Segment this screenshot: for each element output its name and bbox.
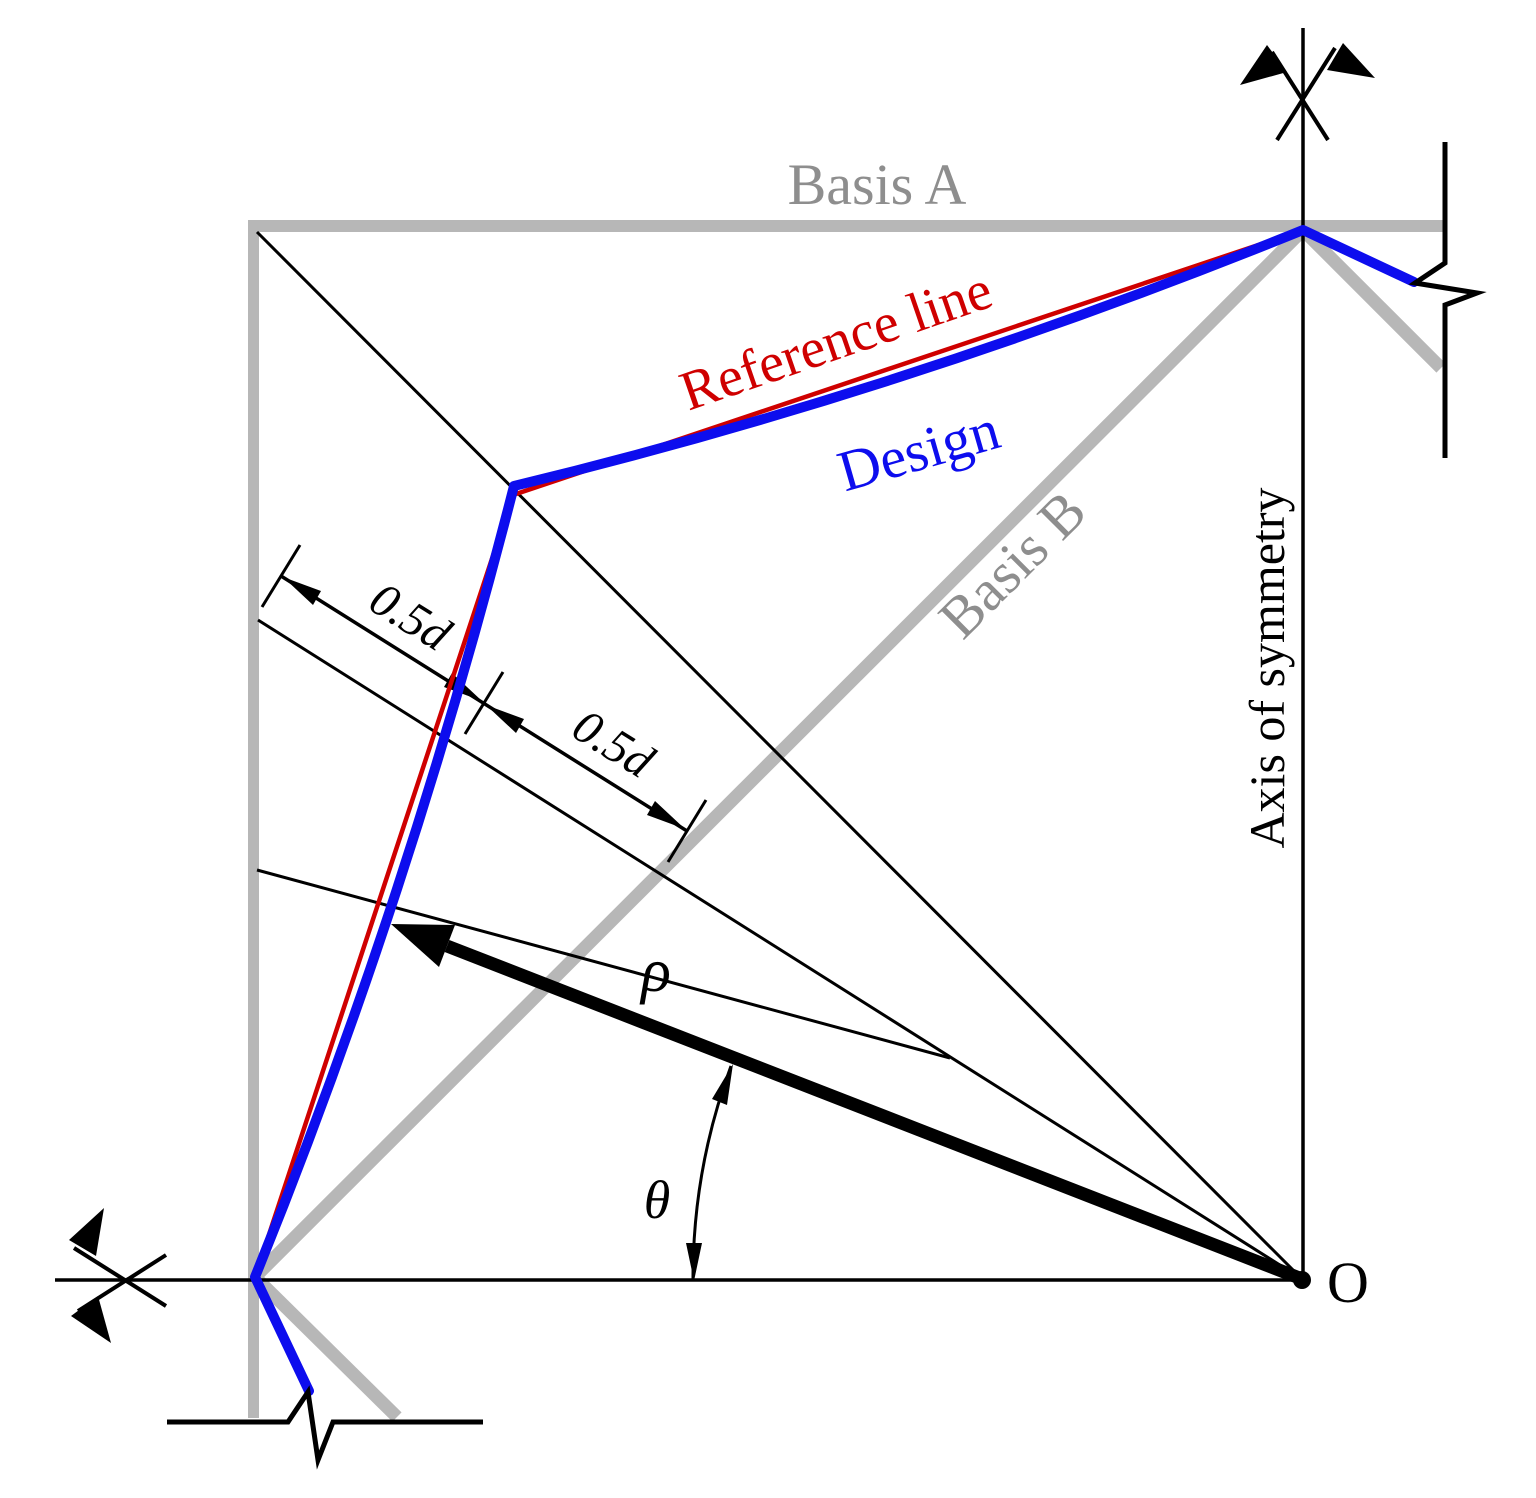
basis-b-mirror-bottom-left	[250, 1272, 402, 1422]
dimension-arrow	[647, 801, 685, 829]
design-curve	[250, 225, 1419, 1396]
rho-arrow-shaft	[444, 939, 1305, 1286]
axis-of-symmetry-label: Axis of symmetry	[1239, 487, 1295, 848]
flag-pennant	[69, 1208, 104, 1256]
basis-b-label: Basis B	[926, 478, 1098, 650]
flag-pennant	[1240, 45, 1287, 85]
fan-construction-line	[256, 868, 951, 1060]
flag-stroke	[72, 1246, 168, 1308]
theta-arc-arrow-bottom	[686, 1243, 702, 1281]
break-line-bottom-left	[167, 1385, 483, 1470]
dimension-tick-wall	[260, 544, 302, 608]
origin-label: O	[1327, 1250, 1369, 1315]
symmetry-flags-bottom-left	[69, 1208, 168, 1343]
break-line-top-right	[1408, 142, 1487, 458]
rho-label: ρ	[639, 937, 671, 1005]
flag-pennant	[71, 1296, 111, 1343]
dimension-arrow	[283, 577, 321, 605]
flag-pennant	[1327, 43, 1375, 78]
diagonal-construction-line	[255, 230, 1304, 1281]
symmetry-flags-top	[1240, 43, 1375, 142]
basis-a-label: Basis A	[788, 152, 967, 217]
theta-label: θ	[644, 1170, 671, 1230]
rho-arrowhead	[391, 924, 455, 967]
origin-dot	[1293, 1271, 1311, 1289]
dimension-tick-middle	[463, 671, 505, 735]
design-label: Design	[831, 396, 1007, 504]
basis-b-mirror-top-right	[1298, 225, 1446, 373]
radial-construction-line	[257, 618, 1303, 1281]
flag-stroke	[1275, 46, 1337, 142]
dimension-label-upper: 0.5d	[361, 572, 461, 662]
dimension-arrow	[486, 705, 524, 733]
dimension-label-lower: 0.5d	[564, 699, 664, 789]
dimension-tick-basis-b	[666, 799, 708, 863]
theta-arc-arrow-top	[712, 1064, 733, 1105]
